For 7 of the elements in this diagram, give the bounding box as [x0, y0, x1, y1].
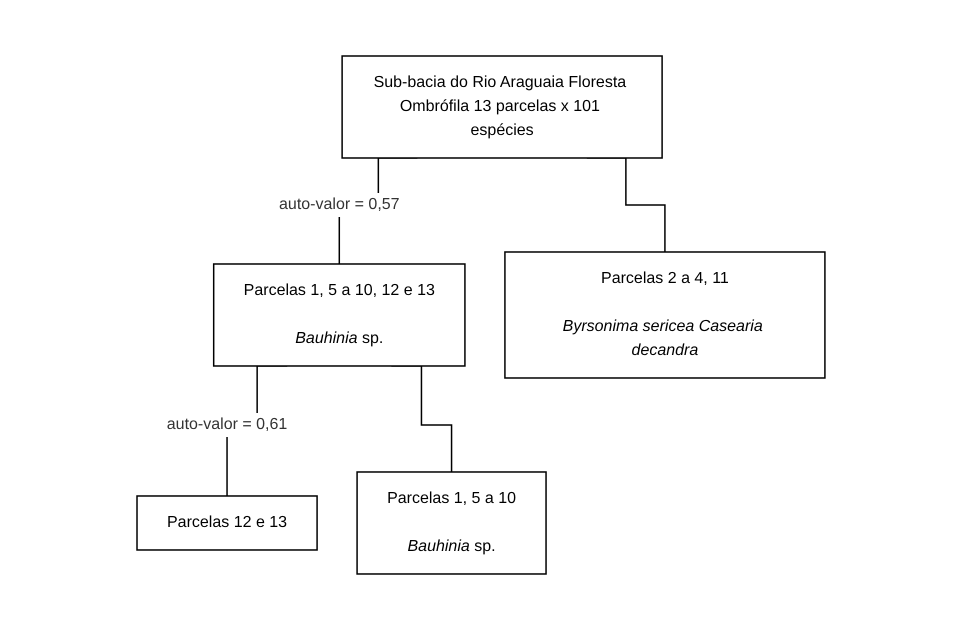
node-box: Parcelas 1, 5 a 10, 12 e 13 Bauhinia sp.	[212, 263, 466, 367]
edge-label: auto-valor = 0,61	[166, 416, 287, 433]
node-box: Sub-bacia do Rio Araguaia Floresta Ombrófila 13 parcelas x 101 espécies	[340, 55, 662, 159]
edge-label: auto-valor = 0,57	[278, 196, 400, 213]
node-box: Parcelas 1, 5 a 10 Bauhinia sp.	[356, 471, 546, 575]
node-box: Parcelas 2 a 4, 11 Byrsonima sericea Casearia decandra	[504, 251, 826, 379]
node-box: Parcelas 12 e 13	[136, 495, 318, 551]
